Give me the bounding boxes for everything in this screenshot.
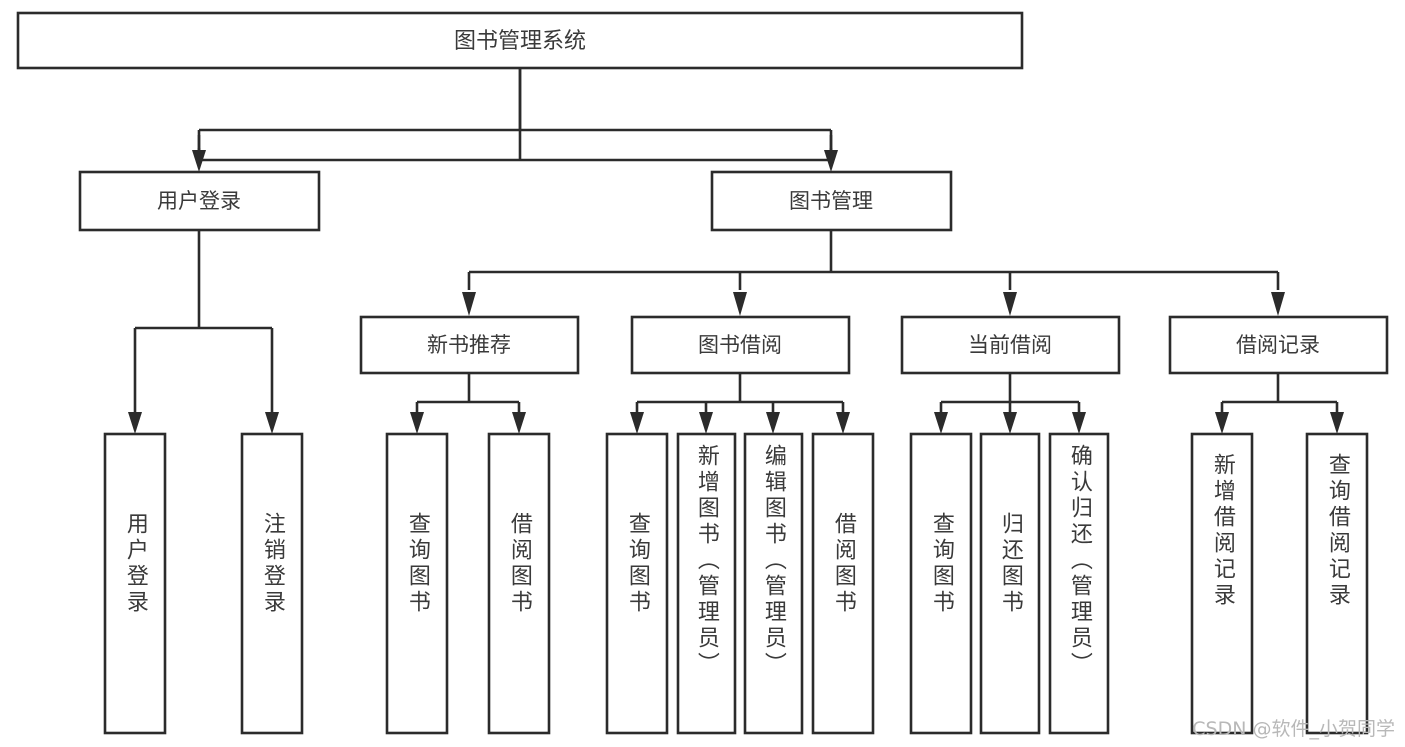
node-new-book-rec[interactable]: 新书推荐 xyxy=(359,315,580,375)
node-book-borrow[interactable]: 图书借阅 xyxy=(630,315,851,375)
arrow-to-leaf-borrow-book-2 xyxy=(836,412,850,434)
watermark-text: CSDN @软件_小贺同学 xyxy=(1192,718,1395,740)
leaf-box-return-book[interactable] xyxy=(979,432,1041,735)
connector-book-manage-to-level3 xyxy=(462,230,1285,316)
arrow-to-leaf-query-book-1 xyxy=(410,412,424,434)
node-root-box[interactable] xyxy=(16,11,1024,70)
node-book-manage-box[interactable] xyxy=(710,170,953,232)
arrow-to-leaf-logout xyxy=(265,412,279,434)
node-user-login[interactable]: 用户登录 xyxy=(78,170,321,232)
leaf-box-query-book-1[interactable] xyxy=(385,432,449,735)
arrow-to-leaf-add-book xyxy=(699,412,713,434)
arrow-to-book-borrow xyxy=(733,292,747,316)
arrow-to-leaf-query-book-3 xyxy=(934,412,948,434)
arrow-to-leaf-borrow-book-1 xyxy=(512,412,526,434)
leaf-box-query-book-2[interactable] xyxy=(605,432,669,735)
arrow-to-leaf-user-login xyxy=(128,412,142,434)
arrow-to-current-borrow xyxy=(1003,292,1017,316)
arrow-to-new-book-rec xyxy=(462,292,476,316)
leaf-box-query-record[interactable] xyxy=(1305,432,1369,735)
arrow-to-borrow-record xyxy=(1271,292,1285,316)
node-new-book-rec-label: 新书推荐 xyxy=(427,333,511,357)
node-book-manage[interactable]: 图书管理 xyxy=(710,170,953,232)
leaf-box-edit-book[interactable] xyxy=(743,432,804,735)
node-book-borrow-label: 图书借阅 xyxy=(698,333,782,357)
connector-root-bus xyxy=(192,68,838,172)
node-root-label: 图书管理系统 xyxy=(454,29,586,54)
node-current-borrow[interactable]: 当前借阅 xyxy=(900,315,1121,375)
leaf-box-borrow-book-2[interactable] xyxy=(811,432,875,735)
node-borrow-record-label: 借阅记录 xyxy=(1236,333,1320,357)
node-borrow-record[interactable]: 借阅记录 xyxy=(1168,315,1389,375)
node-current-borrow-label: 当前借阅 xyxy=(968,333,1052,357)
node-user-login-label: 用户登录 xyxy=(157,189,241,213)
node-book-manage-label: 图书管理 xyxy=(789,189,873,213)
leaf-box-user-login[interactable] xyxy=(103,432,167,735)
arrow-to-leaf-query-record xyxy=(1330,412,1344,434)
leaf-box-add-record[interactable] xyxy=(1190,432,1254,735)
node-user-login-box[interactable] xyxy=(78,170,321,232)
node-borrow-record-box[interactable] xyxy=(1168,315,1389,375)
connector-book-borrow-to-leaves xyxy=(630,373,850,434)
arrow-to-leaf-edit-book xyxy=(766,412,780,434)
connector-user-login-to-leaves xyxy=(128,230,279,434)
arrow-to-user-login xyxy=(192,150,206,172)
arrow-to-leaf-return-book xyxy=(1003,412,1017,434)
leaf-box-query-book-3[interactable] xyxy=(909,432,973,735)
node-book-borrow-box[interactable] xyxy=(630,315,851,375)
node-root[interactable]: 图书管理系统 xyxy=(16,11,1024,70)
arrow-to-leaf-add-record xyxy=(1215,412,1229,434)
leaf-box-logout[interactable] xyxy=(240,432,304,735)
node-current-borrow-box[interactable] xyxy=(900,315,1121,375)
connector-current-borrow-to-leaves xyxy=(934,373,1086,434)
arrow-to-leaf-confirm-return xyxy=(1072,412,1086,434)
leaf-box-borrow-book-1[interactable] xyxy=(487,432,551,735)
connector-new-book-rec-to-leaves xyxy=(410,373,526,434)
leaf-box-confirm-return[interactable] xyxy=(1048,432,1110,735)
leaf-box-add-book[interactable] xyxy=(676,432,737,735)
arrow-to-book-manage xyxy=(824,150,838,172)
connector-borrow-record-to-leaves xyxy=(1215,373,1344,434)
arrow-to-leaf-query-book-2 xyxy=(630,412,644,434)
connector-root-to-level2 xyxy=(197,68,833,162)
node-new-book-rec-box[interactable] xyxy=(359,315,580,375)
